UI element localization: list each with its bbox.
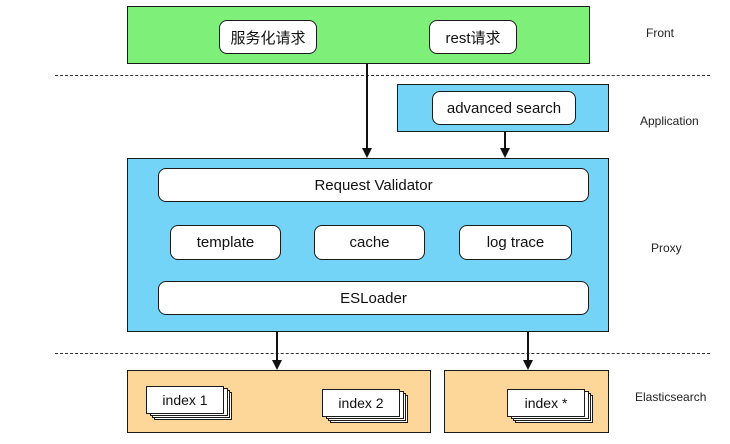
rest-request-box: rest请求: [429, 20, 517, 54]
service-request-box: 服务化请求: [219, 20, 317, 54]
advanced-search-box: advanced search: [432, 91, 576, 125]
esloader-box: ESLoader: [158, 281, 589, 315]
request-validator-label: Request Validator: [314, 176, 433, 194]
log-trace-box: log trace: [459, 225, 572, 260]
request-validator-box: Request Validator: [158, 168, 589, 202]
elasticsearch-layer-label: Elasticsearch: [635, 390, 707, 404]
template-box: template: [170, 225, 281, 260]
index-1-label: index 1: [162, 392, 208, 408]
cache-box: cache: [314, 225, 425, 260]
template-label: template: [196, 234, 255, 251]
esloader-label: ESLoader: [340, 289, 407, 307]
index-1-stack: index 1: [146, 386, 232, 420]
proxy-layer-label: Proxy: [651, 241, 682, 255]
advanced-search-label: advanced search: [446, 99, 562, 117]
index-2-stack: index 2: [322, 389, 408, 423]
proxy-elasticsearch-divider: [55, 353, 710, 354]
application-layer-label: Application: [640, 114, 699, 128]
front-layer-label: Front: [646, 26, 675, 40]
cache-label: cache: [349, 234, 390, 251]
index-star-stack: index *: [507, 389, 593, 423]
index-star-label: index *: [524, 395, 568, 411]
front-application-divider: [55, 75, 710, 76]
rest-request-label: rest请求: [445, 29, 501, 47]
service-request-label: 服务化请求: [230, 29, 306, 47]
index-2-label: index 2: [338, 395, 384, 411]
log-trace-label: log trace: [486, 234, 545, 251]
